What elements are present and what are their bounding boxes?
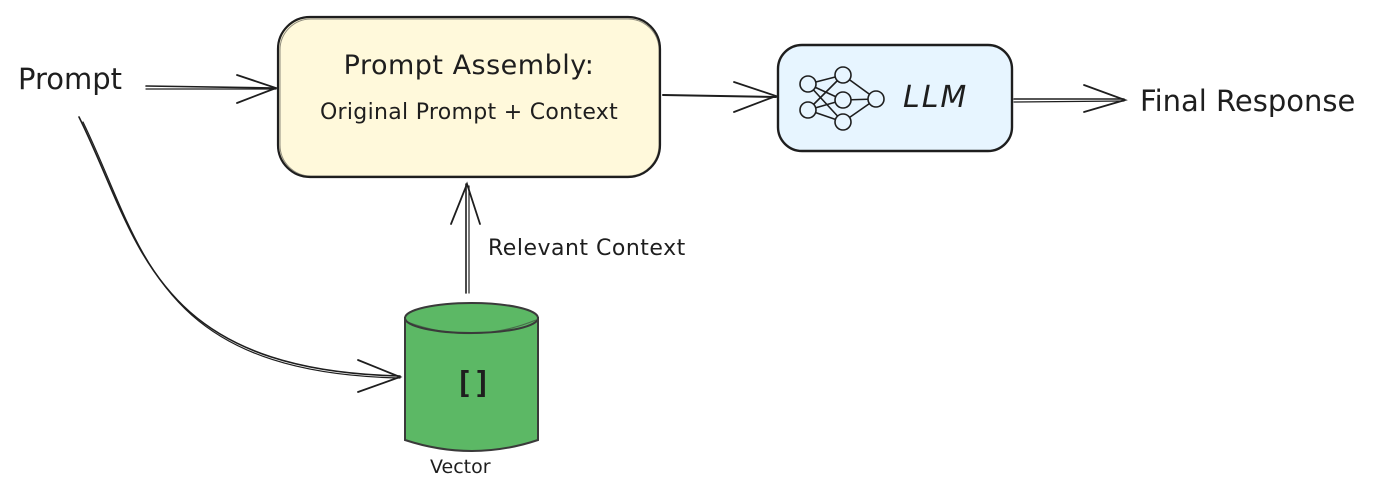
llm-box [776,43,1014,153]
final-response-label: Final Response [1140,84,1356,118]
arrow-prompt-to-assembly [145,74,279,104]
prompt-assembly-box [276,15,662,179]
prompt-assembly-title: Prompt Assembly: [343,50,595,81]
arrow-assembly-to-llm [662,81,779,113]
prompt-label: Prompt [18,62,123,96]
arrow-llm-to-final-response [1013,84,1128,113]
llm-label: LLM [903,80,969,115]
vector-brackets-icon: [] [455,366,492,401]
relevant-context-label: Relevant Context [488,236,686,261]
arrow-prompt-to-vector [78,116,403,393]
prompt-assembly-subtitle: Original Prompt + Context [319,100,619,125]
vector-database-cylinder [404,302,539,452]
arrow-vector-to-assembly [450,181,481,294]
vector-label: Vector [430,456,491,478]
neural-network-icon [799,66,885,131]
